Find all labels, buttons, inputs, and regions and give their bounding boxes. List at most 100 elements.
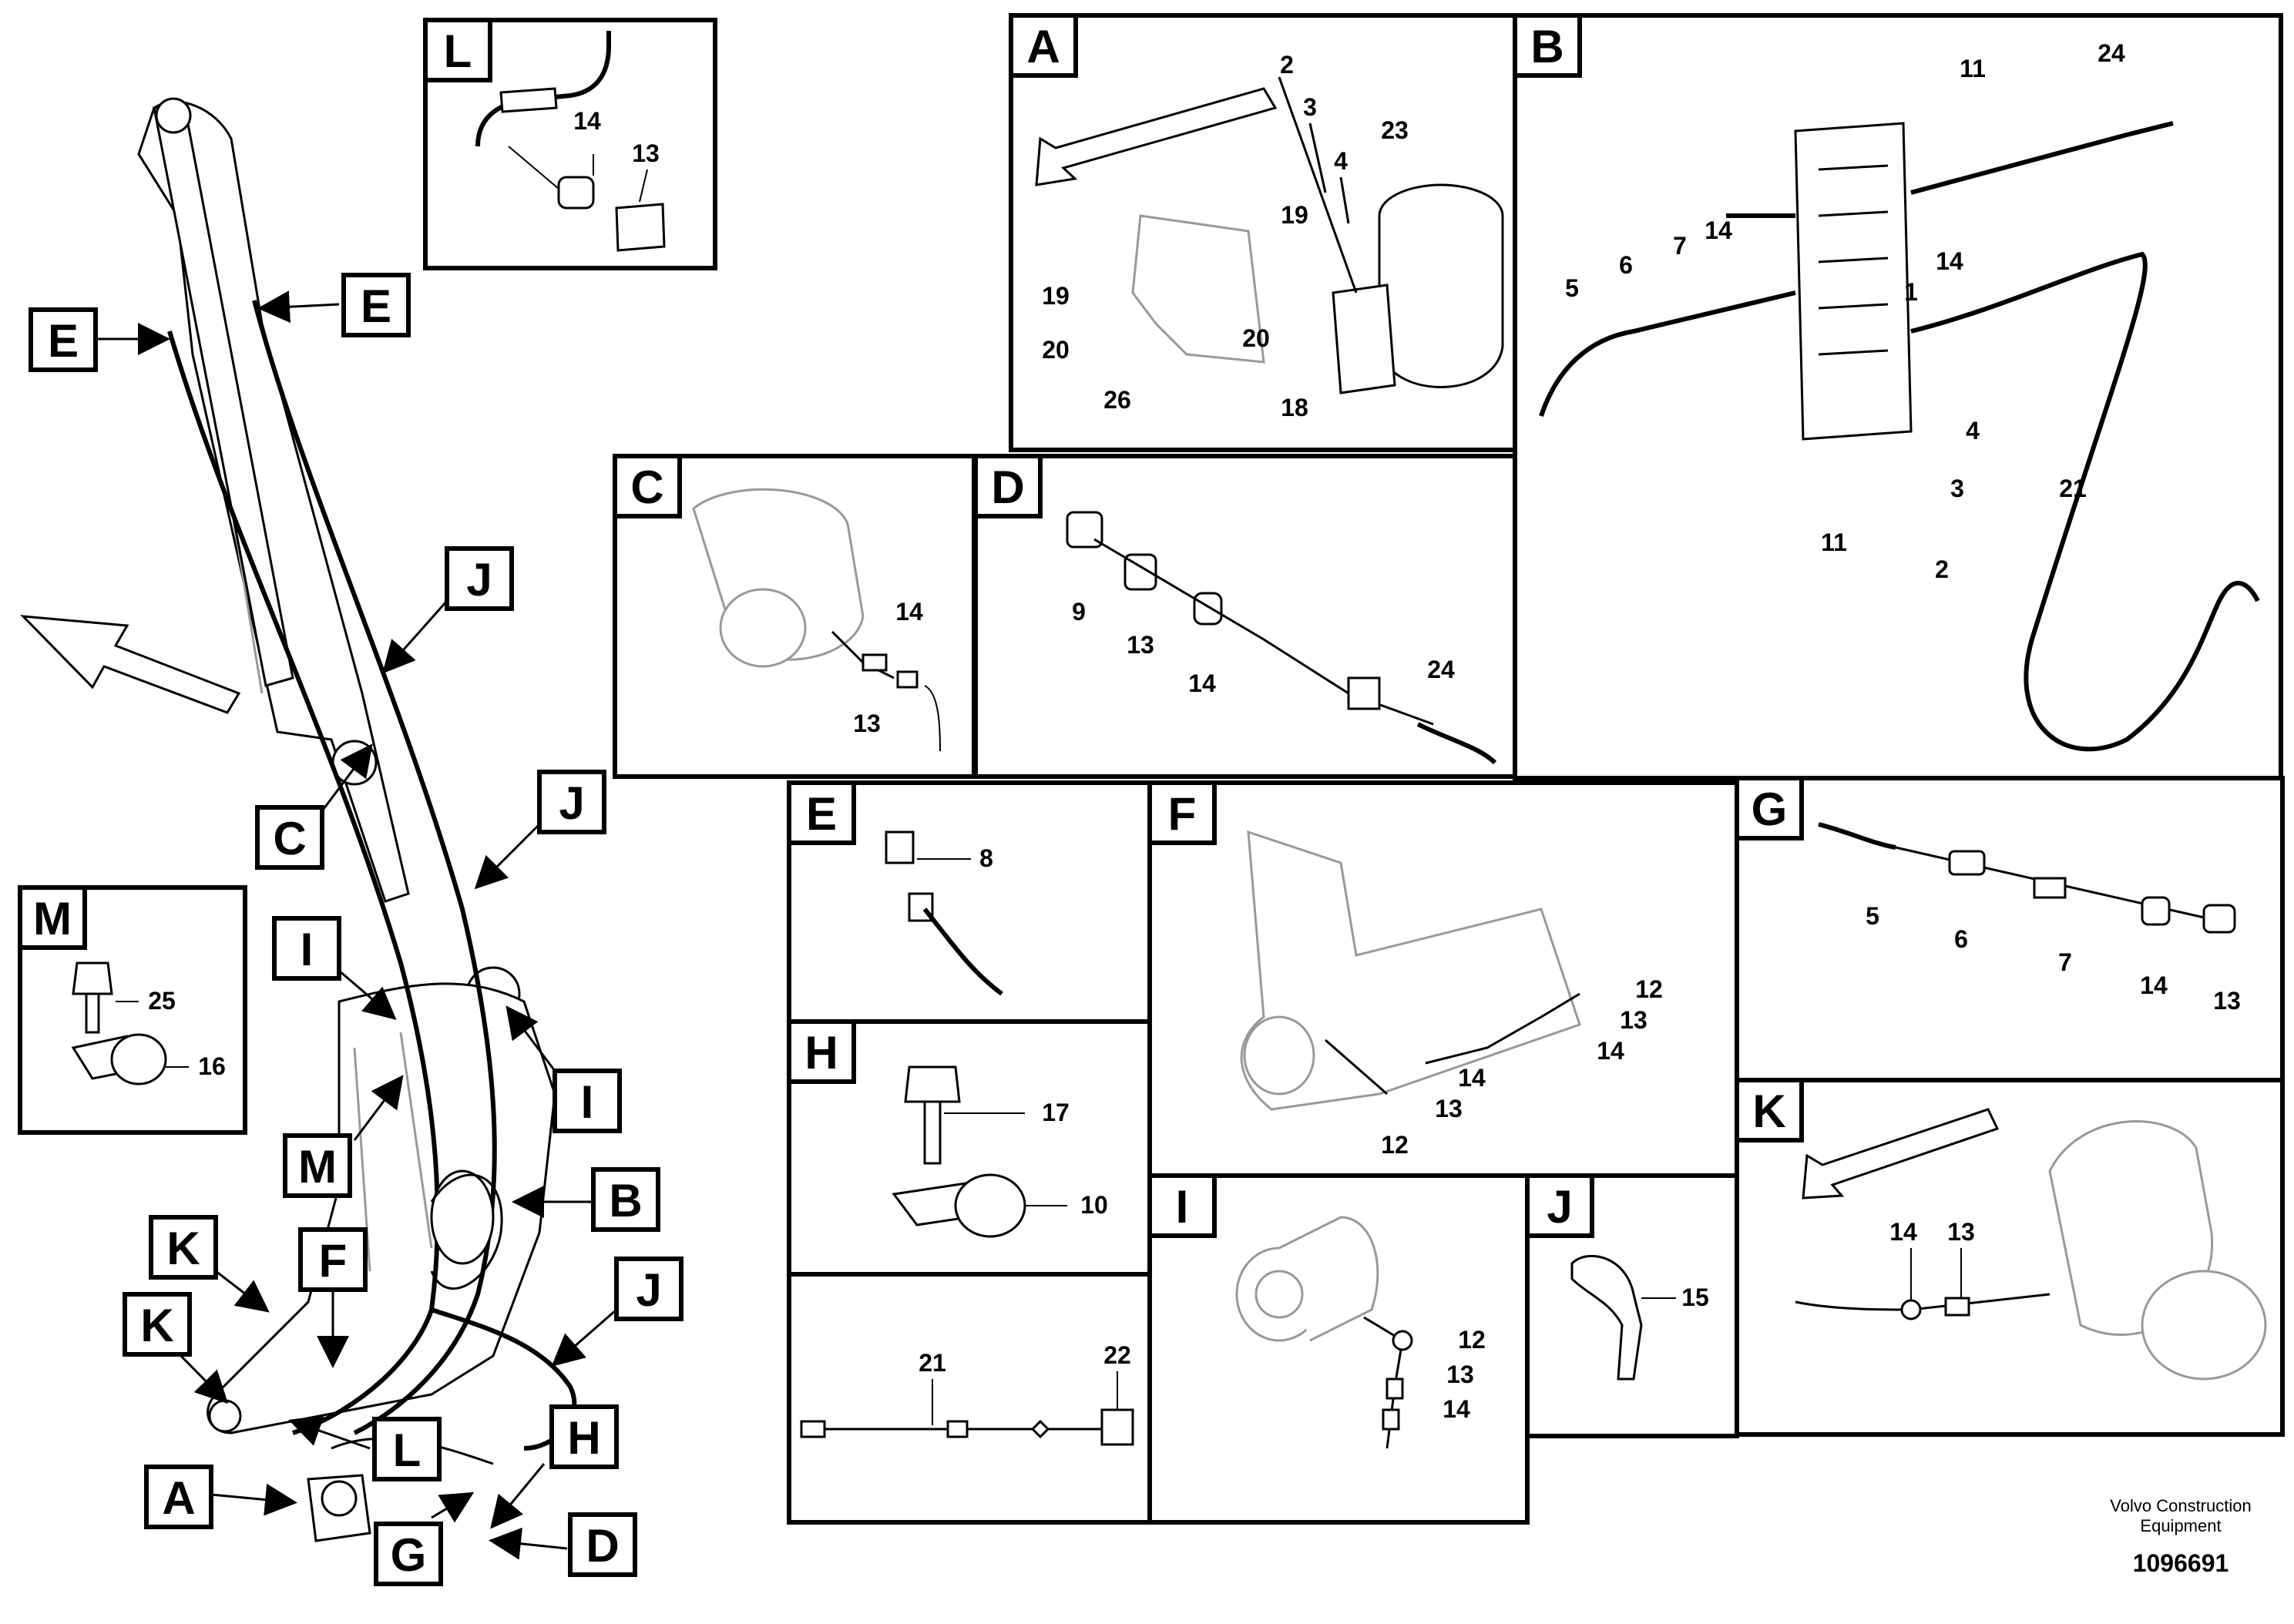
panel-j: J 15 — [1525, 1173, 1739, 1438]
panel-h: H 17 10 — [787, 1019, 1152, 1277]
callout-d: D — [586, 1520, 619, 1572]
panel-i: I 12 13 14 — [1147, 1173, 1530, 1525]
panel-a-label-7: 20 — [1042, 336, 1070, 364]
arm-outline — [207, 982, 556, 1434]
panel-l-label-2: 13 — [632, 139, 660, 167]
panel-b-label-6: 6 — [1619, 251, 1633, 279]
panel-h-letter: H — [804, 1027, 838, 1079]
panel-wire-label-2: 22 — [1103, 1341, 1131, 1369]
panel-f-letter: F — [1168, 788, 1197, 840]
panel-j-label-1: 15 — [1681, 1283, 1709, 1311]
panel-b-label-5: 7 — [1673, 232, 1687, 260]
panel-e: E 8 — [787, 780, 1152, 1024]
callout-c: C — [273, 813, 306, 864]
callout-l: L — [393, 1424, 422, 1476]
panel-c-label-2: 13 — [853, 710, 881, 737]
callout-f: F — [319, 1235, 348, 1287]
panel-f-label-6: 12 — [1381, 1131, 1409, 1159]
callout-e-2: E — [48, 315, 79, 367]
panel-a-label-4: 23 — [1381, 116, 1409, 144]
panel-k-direction-arrow-icon — [1802, 1108, 2000, 1200]
panel-a-direction-arrow-icon — [1035, 87, 1278, 186]
panel-a-label-8: 20 — [1242, 324, 1270, 352]
panel-b-label-2: 24 — [2098, 39, 2125, 67]
overview-callouts: E E J C J I I M B K — [29, 273, 683, 1586]
panel-h-label-2: 10 — [1080, 1191, 1108, 1219]
valve-block — [1794, 122, 1913, 441]
panel-b-label-11: 21 — [2059, 475, 2087, 502]
callout-h: H — [567, 1412, 600, 1464]
bolt-icon — [72, 961, 113, 995]
panel-l: L 14 13 — [423, 18, 717, 270]
callout-b: B — [609, 1175, 642, 1226]
panel-j-letter: J — [1547, 1181, 1572, 1233]
panel-k-letter: K — [1752, 1085, 1785, 1137]
panel-wire-label-1: 21 — [919, 1349, 946, 1377]
panel-b-label-9: 4 — [1966, 417, 1980, 445]
callout-j-3: J — [636, 1264, 661, 1316]
callout-i-2: I — [581, 1076, 594, 1128]
panel-m-label-2: 16 — [198, 1052, 226, 1080]
panel-a-label-6: 19 — [1042, 282, 1070, 310]
callout-g: G — [391, 1529, 427, 1581]
panel-f-label-3: 14 — [1597, 1037, 1624, 1065]
panel-b-label-3: 14 — [1705, 216, 1732, 244]
callout-e-1: E — [361, 280, 391, 332]
panel-a: A 2 3 4 23 19 19 20 20 26 18 — [1009, 13, 1517, 452]
panel-k-label-1: 14 — [1889, 1218, 1917, 1246]
callout-k-2: K — [140, 1300, 173, 1351]
panel-d: D 9 13 14 24 — [973, 454, 1517, 779]
panel-e-letter: E — [806, 788, 837, 840]
panel-k: K 14 13 — [1735, 1078, 2285, 1437]
panel-m-label-1: 25 — [148, 987, 176, 1015]
panel-d-label-4: 24 — [1427, 656, 1455, 683]
panel-l-letter: L — [444, 25, 472, 77]
panel-b-label-7: 5 — [1565, 274, 1579, 302]
panel-h-label-1: 17 — [1042, 1099, 1070, 1126]
panel-f-label-5: 13 — [1435, 1095, 1463, 1122]
panel-b-label-1: 11 — [1960, 55, 1986, 82]
callout-j-1: J — [466, 554, 492, 606]
document-number: 1096691 — [2133, 1549, 2229, 1577]
panel-b-label-13: 2 — [1935, 555, 1949, 583]
panel-g-label-5: 13 — [2213, 987, 2241, 1015]
panel-b-label-4: 14 — [1936, 247, 1963, 275]
cable-tie-icon — [1570, 1254, 1643, 1381]
panel-c-label-1: 14 — [895, 598, 923, 626]
panel-m-letter: M — [33, 893, 72, 945]
brand-line-2: Equipment — [2140, 1516, 2221, 1535]
panel-g-label-4: 14 — [2140, 971, 2168, 999]
panel-f: F 12 13 14 14 13 12 — [1147, 780, 1739, 1178]
direction-arrow-icon — [20, 615, 241, 714]
panel-e-label-1: 8 — [979, 844, 993, 872]
panel-i-letter: I — [1176, 1181, 1189, 1233]
panel-a-letter: A — [1026, 21, 1060, 72]
panel-b-label-10: 3 — [1950, 475, 1964, 502]
footer: Volvo Construction Equipment 1096691 — [2110, 1496, 2251, 1577]
panel-a-label-1: 2 — [1280, 51, 1294, 79]
panel-a-label-9: 26 — [1103, 386, 1131, 414]
panel-k-label-2: 13 — [1947, 1218, 1975, 1246]
panel-d-label-1: 9 — [1072, 598, 1086, 626]
panel-g: G 5 6 7 14 13 — [1735, 776, 2285, 1082]
panel-a-label-3: 4 — [1334, 147, 1348, 175]
panel-i-label-2: 13 — [1446, 1361, 1474, 1388]
panel-d-label-2: 13 — [1127, 631, 1154, 659]
callout-m: M — [298, 1141, 337, 1193]
panel-a-label-2: 3 — [1303, 93, 1317, 121]
panel-a-label-10: 18 — [1281, 394, 1308, 421]
panel-l-label-1: 14 — [573, 107, 601, 135]
panel-g-label-2: 6 — [1954, 925, 1968, 953]
panel-i-label-3: 14 — [1443, 1395, 1470, 1423]
callout-a: A — [162, 1472, 195, 1524]
callout-i-1: I — [301, 924, 314, 975]
panel-wire: 21 22 — [787, 1272, 1152, 1525]
brand-line-1: Volvo Construction — [2110, 1496, 2251, 1515]
panel-g-label-3: 7 — [2058, 948, 2072, 976]
panel-f-label-4: 14 — [1458, 1064, 1486, 1092]
panel-d-label-3: 14 — [1188, 669, 1216, 697]
panel-g-label-1: 5 — [1866, 902, 1879, 930]
panel-c-letter: C — [630, 461, 663, 513]
panel-d-letter: D — [991, 461, 1024, 513]
